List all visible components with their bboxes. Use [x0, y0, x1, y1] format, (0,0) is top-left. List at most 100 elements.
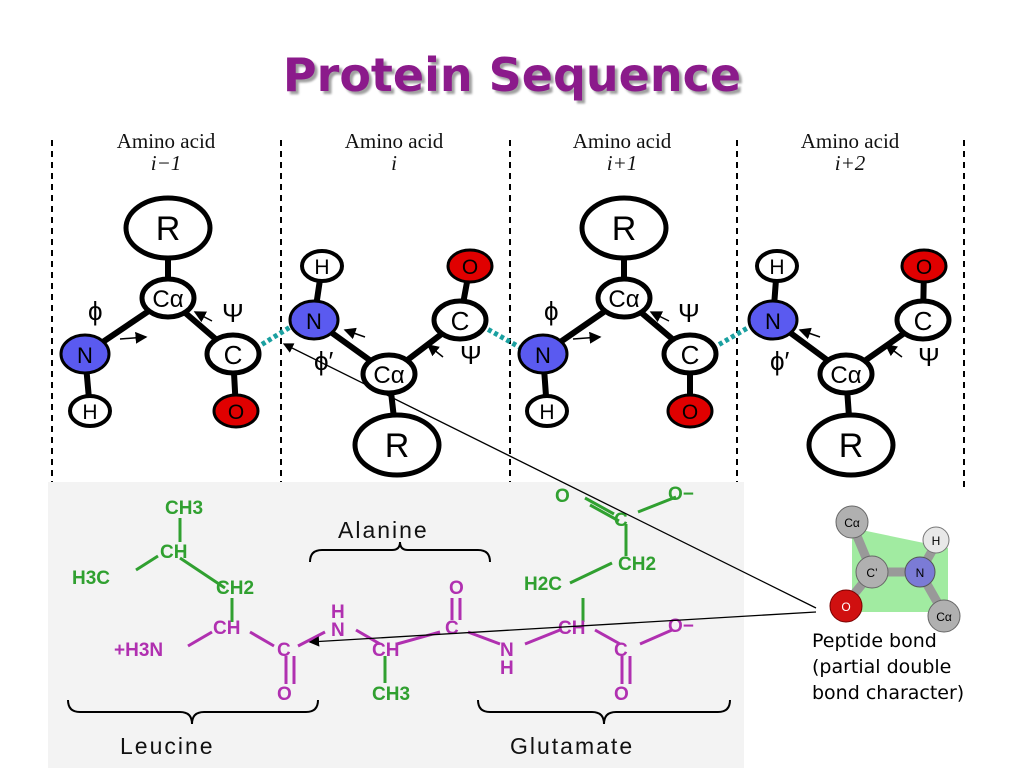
- ch2-group: CH2: [618, 554, 656, 575]
- atom-o: [212, 393, 260, 429]
- ch-group: CH: [160, 542, 187, 563]
- caption-line: Peptide bond: [812, 630, 937, 652]
- residue-atoms-3: R Cα N C H O: [517, 195, 719, 429]
- atom-r: [123, 195, 213, 261]
- atom-r: [579, 195, 669, 261]
- residue-atoms-1: R Cα N C H O: [59, 195, 262, 429]
- atom-r: [352, 412, 442, 478]
- atom-n: [517, 333, 569, 375]
- ch-group: CH: [372, 640, 399, 661]
- brace-leucine: [67, 699, 319, 725]
- model-atom-h: [922, 526, 950, 554]
- atom-ca: [595, 276, 653, 320]
- model-atom-n-label: N: [916, 566, 925, 580]
- model-atom-n: [904, 556, 936, 588]
- o-atom: O: [449, 578, 464, 599]
- angle-arrow: [572, 331, 602, 344]
- angle-arrow: [426, 344, 444, 358]
- c-atom: C: [614, 510, 628, 531]
- atom-h-label: H: [314, 256, 329, 279]
- o-atom: O: [277, 684, 292, 705]
- atom-o-label: O: [682, 401, 698, 424]
- phi-label: ϕ: [88, 296, 103, 326]
- h3c-group: H3C: [72, 568, 110, 589]
- angle-arrows: [119, 311, 903, 358]
- atom-ca-label: Cα: [608, 286, 639, 313]
- angle-arrow: [343, 327, 366, 340]
- model-atom-ca-label: Cα: [936, 610, 952, 624]
- formula-bonds: [135, 495, 677, 684]
- atom-r: [806, 412, 896, 478]
- residue-header-index: i−1: [150, 151, 182, 175]
- angle-arrow: [798, 327, 821, 340]
- atom-ca-label: Cα: [152, 286, 183, 313]
- residue-header-index: i+1: [606, 151, 638, 175]
- model-atom-c-prime: [855, 555, 889, 589]
- phi-label: ϕ′: [770, 346, 790, 376]
- atom-n-label: N: [306, 309, 322, 334]
- model-atom-c-prime-label: C’: [866, 566, 877, 580]
- residue-dividers: [51, 140, 965, 490]
- atom-h-label: H: [82, 401, 97, 424]
- atom-r-label: R: [612, 210, 637, 248]
- residue-header-2: Amino acid i: [294, 130, 494, 174]
- atom-ca: [360, 352, 418, 396]
- residue-atoms-2: H N O C Cα R: [288, 248, 494, 478]
- atom-n: [59, 333, 111, 375]
- atom-o: [900, 248, 948, 284]
- structure-panel: [48, 482, 744, 768]
- h2c-group: H2C: [524, 574, 562, 595]
- atom-ca: [139, 276, 197, 320]
- brace-alanine: [309, 541, 491, 563]
- angle-arrow: [119, 331, 148, 344]
- slide-title: Protein Sequence: [282, 48, 742, 102]
- peptide-links: [254, 323, 753, 351]
- atom-c-label: C: [914, 306, 933, 336]
- phi-label: ϕ′: [314, 346, 334, 376]
- residue-name-alanine: Alanine: [338, 517, 429, 543]
- residue-header-label: Amino acid: [344, 129, 444, 153]
- angle-arrow: [649, 311, 670, 323]
- residue-header-label: Amino acid: [800, 129, 900, 153]
- model-atom-o-label: O: [841, 600, 850, 614]
- formula-text: CH3 CH H3C CH2 CH3 O C O− CH2 H2C +H3N C…: [72, 484, 694, 705]
- atom-c: [204, 332, 262, 376]
- braces: [67, 541, 731, 725]
- atom-o-label: O: [228, 401, 244, 424]
- peptide-link: [711, 323, 753, 351]
- pointer-line: [308, 611, 817, 647]
- ch-group: CH: [213, 618, 240, 639]
- residue-header-3: Amino acid i+1: [522, 130, 722, 174]
- psi-label: Ψ: [460, 340, 482, 370]
- model-atom-ca: [927, 599, 961, 633]
- c-atom: C: [614, 640, 628, 661]
- pointer-line: [282, 343, 817, 609]
- residue-atoms-4: H N O C Cα R: [747, 248, 952, 478]
- o-atom: O: [614, 684, 629, 705]
- n-atom: N: [500, 640, 514, 661]
- atom-ca-label: Cα: [830, 362, 861, 389]
- atom-o: [666, 393, 714, 429]
- atom-c: [661, 332, 719, 376]
- atom-h: [68, 394, 112, 428]
- atom-c: [431, 298, 489, 342]
- psi-label: Ψ: [918, 342, 940, 372]
- atom-n-label: N: [535, 343, 551, 368]
- atom-n: [288, 299, 340, 341]
- caption-line: bond character): [812, 682, 965, 704]
- model-atom-ca: [835, 505, 869, 539]
- peptide-link: [480, 323, 523, 351]
- atom-c: [894, 298, 952, 342]
- c-atom: C: [445, 618, 459, 639]
- residue-header-4: Amino acid i+2: [750, 130, 950, 174]
- residue-header-index: i+2: [834, 151, 866, 175]
- atom-h: [300, 249, 344, 283]
- atom-r-label: R: [156, 210, 181, 248]
- h-atom: H: [500, 658, 514, 679]
- psi-label: Ψ: [678, 298, 700, 328]
- phi-label: ϕ: [544, 296, 559, 326]
- model-atom-h-label: H: [932, 534, 941, 548]
- atom-ca-label: Cα: [373, 362, 404, 389]
